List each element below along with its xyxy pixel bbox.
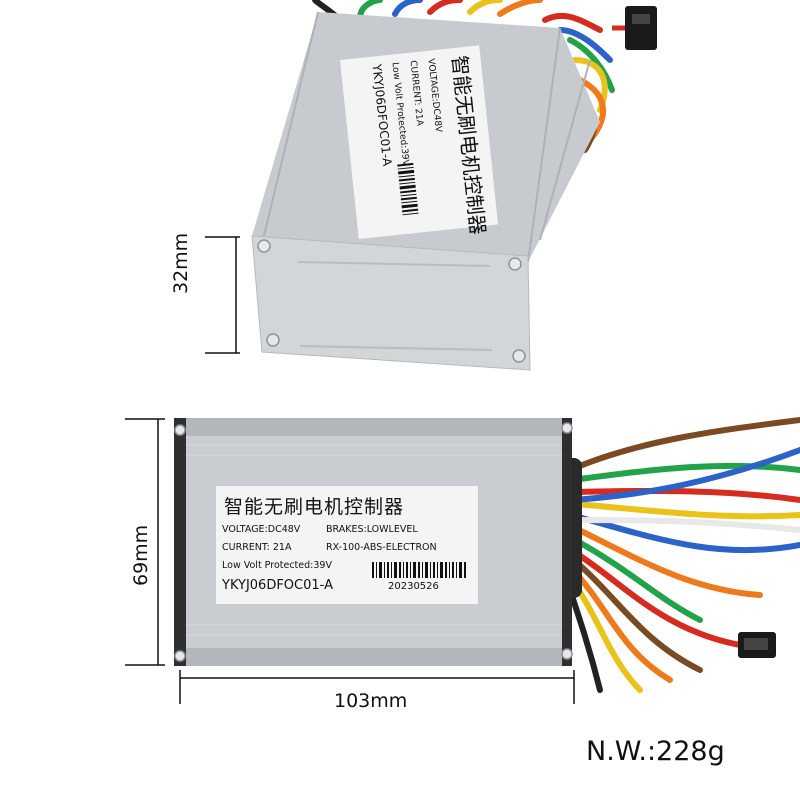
length-dimension-bracket [179, 670, 575, 704]
controller-top-photo: 智能无刷电机控制器 VOLTAGE:DC48V CURRENT: 21A Low… [205, 0, 657, 371]
label-barcode [372, 562, 466, 578]
bottom-wires [567, 417, 800, 693]
label-serial: YKYJ06DFOC01-A [222, 578, 333, 593]
top-label: 智能无刷电机控制器 VOLTAGE:DC48V CURRENT: 21A Low… [340, 45, 499, 240]
label-model: RX-100-ABS-ELECTRON [326, 542, 437, 553]
height-dimension-label: 32mm [170, 232, 192, 294]
top-box-end-face [251, 235, 531, 371]
label-date: 20230526 [388, 581, 439, 592]
bottom-label: 智能无刷电机控制器 VOLTAGE:DC48V BRAKES:LOWLEVEL … [216, 486, 478, 604]
connector-plug [625, 6, 657, 50]
label-low-volt: Low Volt Protected:39V [222, 560, 332, 571]
top-box-screws [257, 239, 526, 363]
width-dimension-label: 69mm [130, 524, 152, 586]
bottom-box-screws [174, 422, 573, 662]
width-dimension-bracket [125, 418, 165, 666]
length-dimension-label: 103mm [334, 690, 408, 712]
label-brakes: BRAKES:LOWLEVEL [326, 524, 418, 535]
label-current: CURRENT: 21A [222, 542, 292, 553]
label-voltage: VOLTAGE:DC48V [222, 524, 301, 535]
label-title: 智能无刷电机控制器 [224, 496, 405, 518]
net-weight-label: N.W.:228g [586, 736, 725, 767]
height-dimension-bracket [205, 236, 240, 354]
